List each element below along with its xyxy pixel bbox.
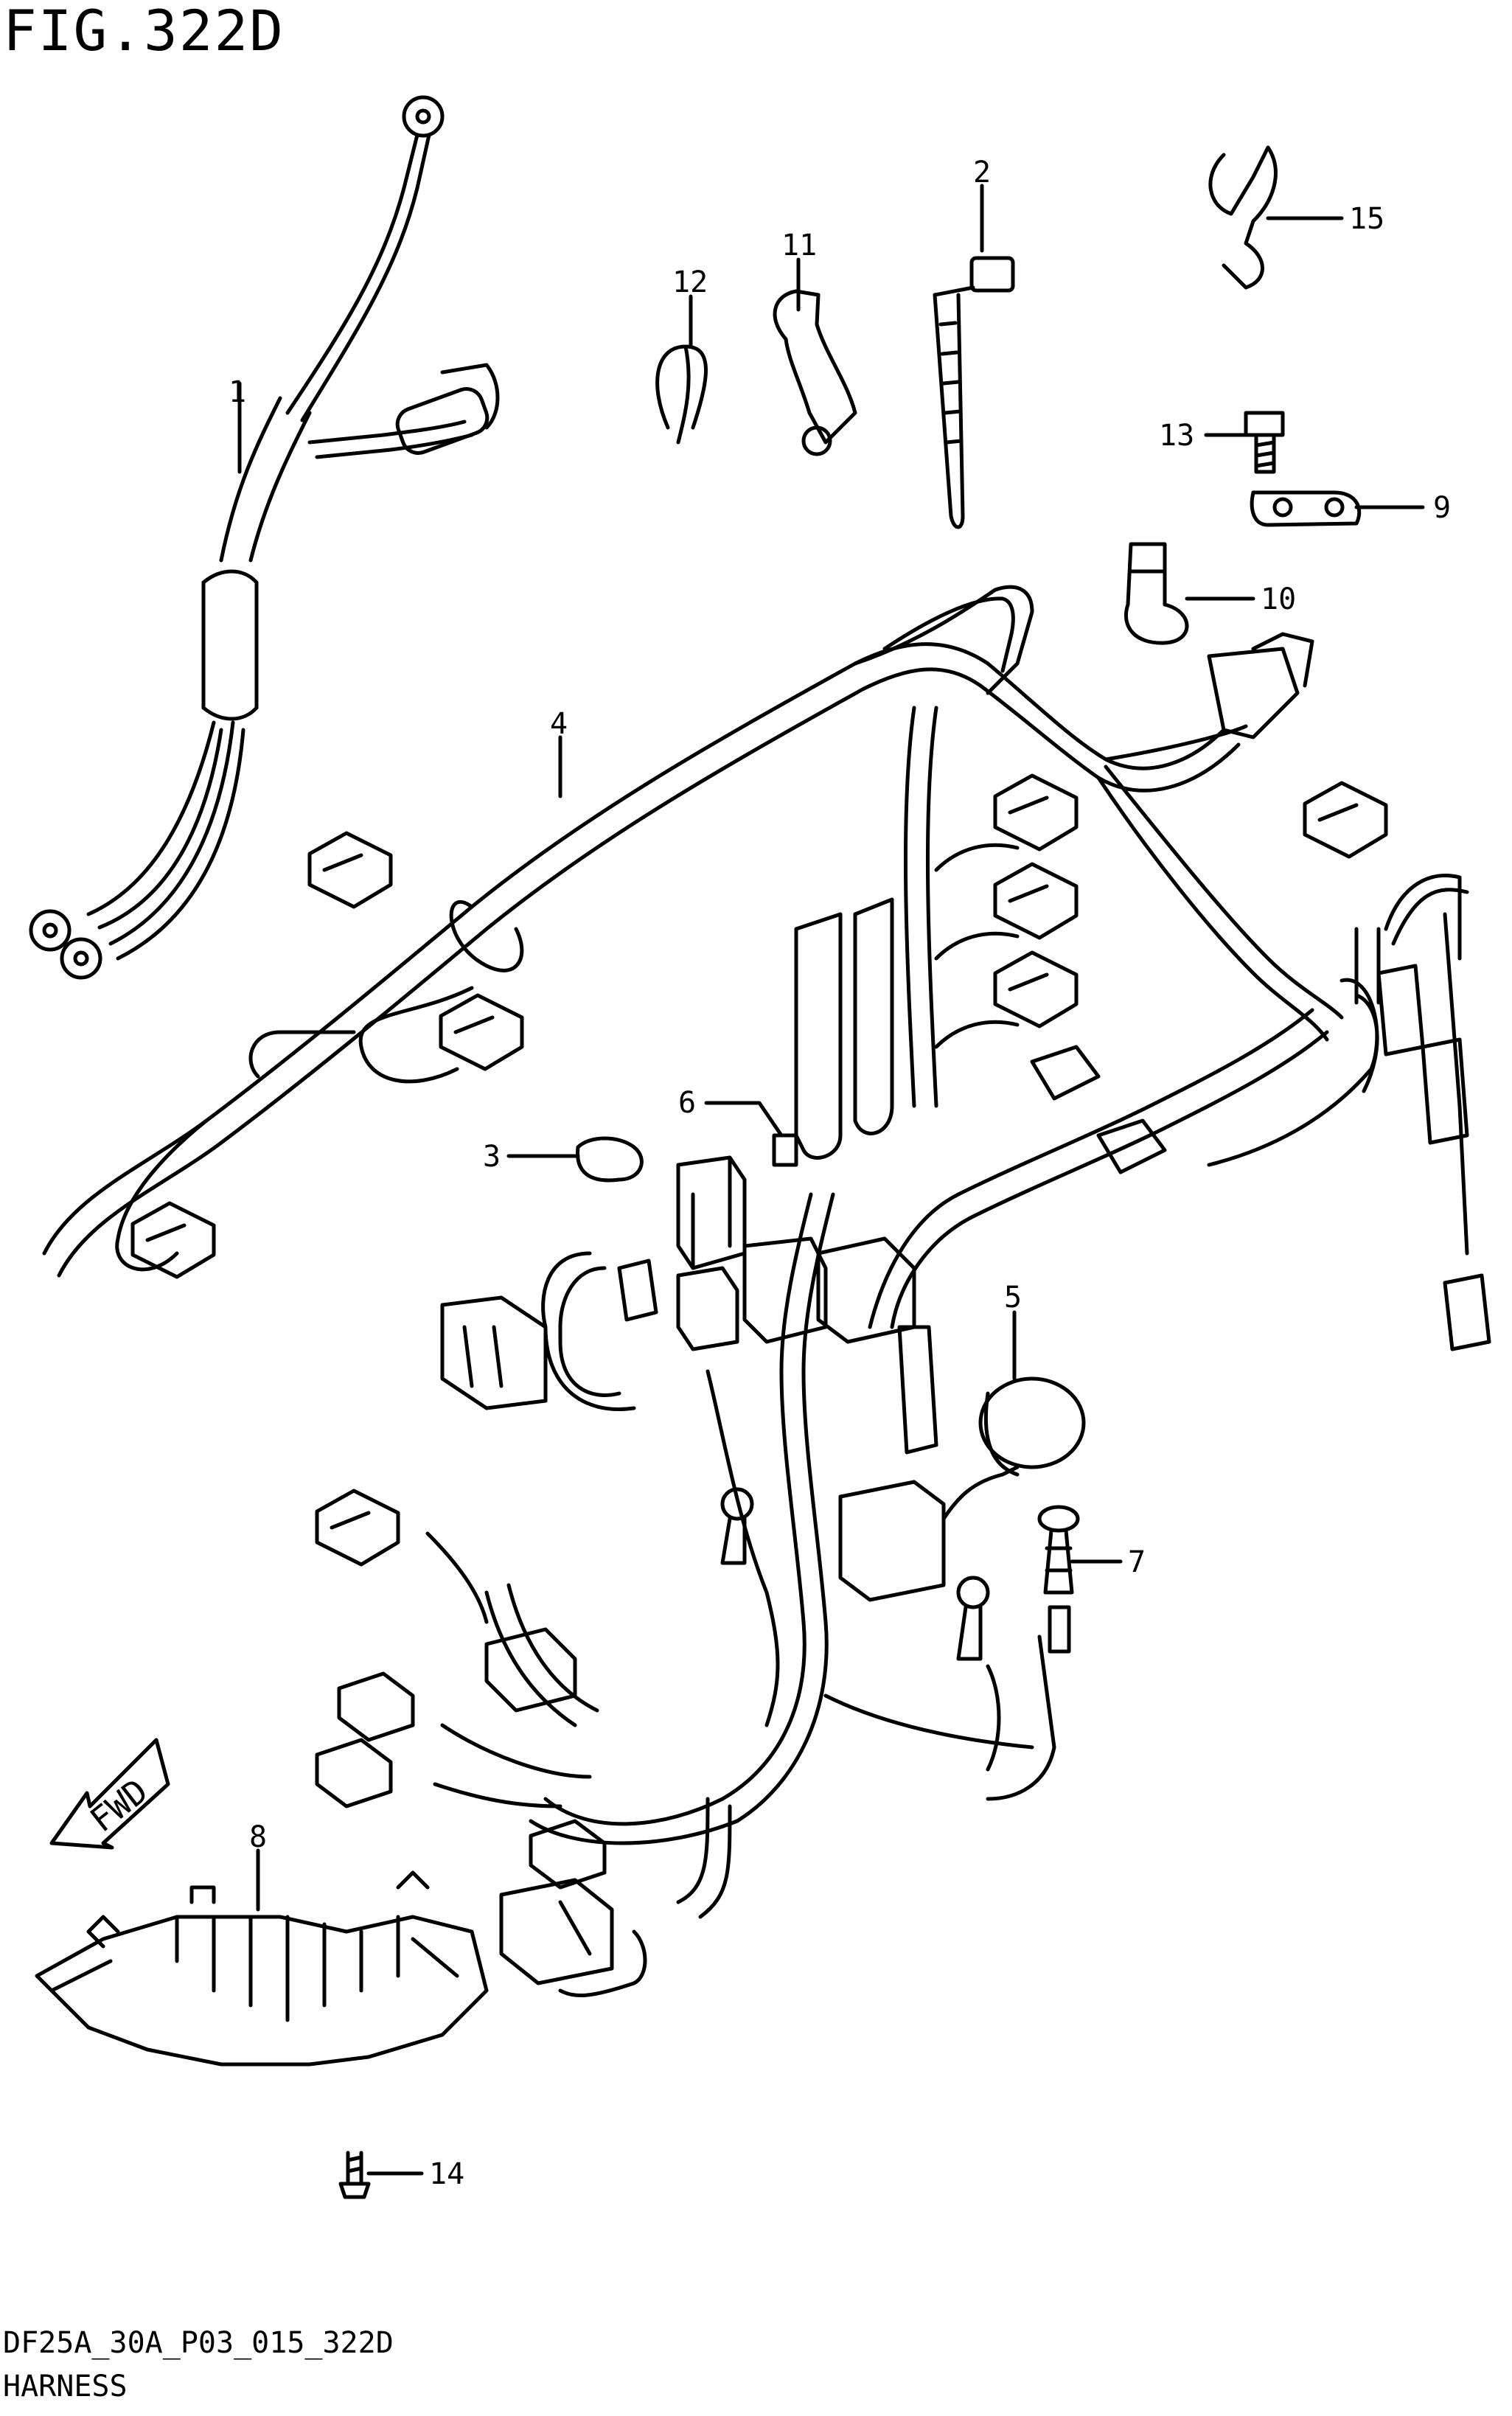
callout-12: 12 [672, 265, 708, 299]
callout-1: 1 [229, 375, 246, 409]
fwd-arrow [49, 1738, 170, 1850]
callout-11: 11 [781, 229, 817, 262]
harness-holder-part [35, 1870, 489, 2067]
clamp-part [773, 289, 857, 456]
battery-cable-part [29, 95, 500, 980]
bolt-part [1244, 411, 1285, 474]
callout-9: 9 [1433, 491, 1451, 525]
figure-title: FIG.322D [3, 0, 285, 63]
connector-part [130, 632, 1491, 1985]
callout-6: 6 [678, 1086, 696, 1120]
figure-code: DF25A_30A_P03_015_322D [3, 2326, 394, 2360]
clip-part [655, 344, 708, 445]
callout-8: 8 [249, 1820, 267, 1854]
grommet-part [1037, 1505, 1080, 1654]
callout-5: 5 [1004, 1281, 1022, 1315]
sensor-part [941, 1376, 1086, 1521]
relay-part [676, 1155, 747, 1270]
screw-part [338, 2151, 371, 2199]
callout-15: 15 [1349, 202, 1384, 236]
fuse-part [772, 1133, 798, 1167]
callout-10: 10 [1261, 582, 1296, 616]
fwd-label: FWD [83, 1771, 156, 1840]
clamp-plate-part [1250, 490, 1362, 527]
leader-lines [237, 184, 1425, 2176]
stay-clamp-part [1208, 145, 1278, 290]
cable-clamp-part [1123, 542, 1189, 645]
callout-14: 14 [429, 2157, 464, 2191]
main-harness-part [42, 585, 1469, 1997]
callout-7: 7 [1128, 1545, 1146, 1579]
cap-part [576, 1136, 644, 1183]
callout-2: 2 [973, 156, 991, 189]
connector-boot-part [838, 1325, 946, 1602]
callout-13: 13 [1159, 419, 1194, 453]
junction-block-part [617, 1236, 916, 1351]
callout-3: 3 [483, 1140, 501, 1174]
cable-tie-part [933, 256, 1015, 529]
callout-4: 4 [550, 707, 568, 741]
figure-name: HARNESS [3, 2370, 128, 2403]
fuse-holder-part [794, 897, 894, 1160]
